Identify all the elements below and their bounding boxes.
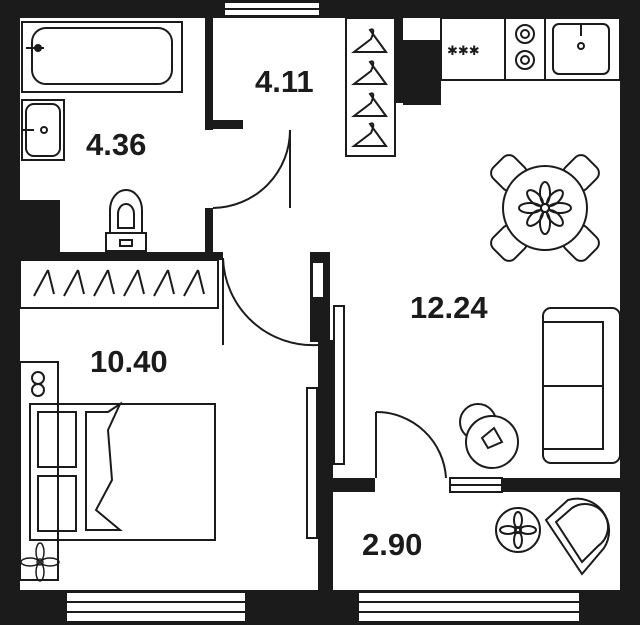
bathtub (21, 21, 183, 93)
hob-burners: ✱✱✱ (447, 44, 480, 59)
bedroom-wardrobe (19, 259, 219, 309)
bathroom-sink (21, 99, 65, 161)
hallway-hanger-rack (345, 17, 396, 157)
dining-table (490, 154, 600, 262)
doors (212, 129, 447, 479)
sofa (542, 307, 621, 464)
area-label-bedroom: 10.40 (90, 344, 168, 379)
sliding-panels (306, 261, 345, 539)
area-label-hallway: 4.11 (255, 64, 314, 99)
toilet (105, 189, 147, 252)
windows (65, 1, 581, 623)
bedroom-plant (20, 542, 60, 582)
kitchen-counter (440, 17, 621, 81)
area-label-balcony: 2.90 (362, 527, 422, 562)
area-label-bathroom: 4.36 (86, 127, 146, 162)
side-table (459, 403, 519, 469)
interior-walls (18, 18, 622, 590)
balcony-armchair (495, 497, 611, 576)
area-label-living-kitchen: 12.24 (410, 290, 488, 325)
bed (19, 361, 216, 581)
